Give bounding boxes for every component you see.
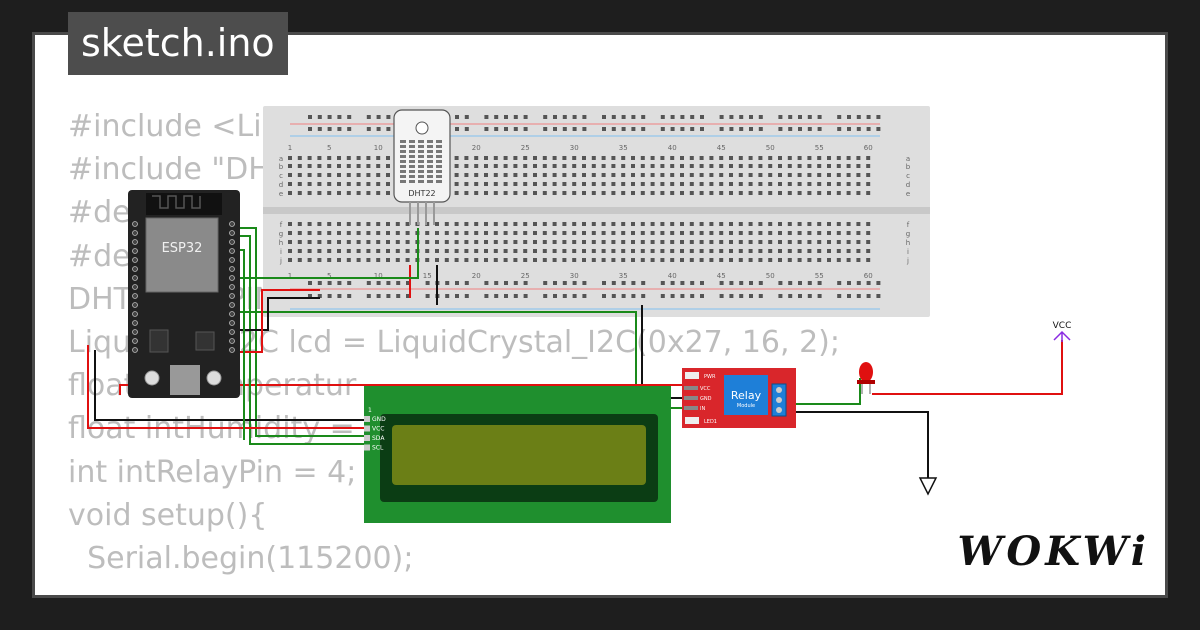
- dht22-sensor[interactable]: DHT22: [393, 109, 451, 225]
- esp32-label: ESP32: [162, 241, 203, 256]
- breadboard-row-label: c: [906, 172, 910, 180]
- breadboard-col-number: 1: [288, 272, 292, 280]
- lcd-pin-label: SDA: [372, 435, 385, 442]
- breadboard-row-label: d: [279, 181, 283, 189]
- breadboard-row-label: h: [906, 239, 910, 247]
- breadboard-row-label: h: [279, 239, 283, 247]
- dht22-label: DHT22: [408, 189, 435, 198]
- breadboard-col-number: 55: [815, 272, 824, 280]
- breadboard-row-label: b: [279, 163, 284, 171]
- relay-pin-label: IN: [700, 406, 705, 412]
- wire-black-relay-ground: [792, 411, 929, 478]
- lcd-pin-label: VCC: [372, 426, 384, 433]
- wire-green-lcd-scl: [232, 235, 368, 445]
- wokwi-logo: WOKWi: [957, 528, 1150, 575]
- red-led[interactable]: [857, 362, 875, 394]
- breadboard-col-number: 40: [668, 272, 677, 280]
- breadboard-row-label: a: [906, 155, 910, 163]
- breadboard-row-label: e: [279, 190, 283, 198]
- wire-red-lcd-vcc: [87, 345, 368, 429]
- relay-led1-label: LED1: [704, 419, 717, 425]
- breadboard-row-label: i: [280, 248, 282, 256]
- wire-red-led-vcc: [872, 340, 1063, 395]
- wire-red-esp-3v3: [232, 289, 320, 353]
- breadboard-row-label: f: [907, 221, 910, 229]
- breadboard-col-number: 25: [521, 272, 530, 280]
- breadboard-row-label: e: [906, 190, 910, 198]
- wire-green-lcd-sda: [232, 227, 368, 437]
- breadboard-col-number: 5: [327, 272, 331, 280]
- wires: [87, 227, 1063, 478]
- relay-pin-label: GND: [700, 396, 712, 402]
- wire-black-esp-gnd: [232, 297, 320, 331]
- lcd-pin-label: GND: [372, 416, 386, 423]
- breadboard-col-number: 60: [864, 272, 873, 280]
- breadboard-col-number: 50: [766, 272, 775, 280]
- breadboard-col-number: 5: [327, 144, 331, 152]
- vcc-symbol: VCC: [1053, 321, 1072, 342]
- relay-module[interactable]: Relay Module PWR LED1 VCC GND IN: [682, 368, 796, 428]
- breadboard-row-label: c: [279, 172, 283, 180]
- breadboard-col-number: 50: [766, 144, 775, 152]
- breadboard-col-number: 30: [570, 272, 579, 280]
- wire-black-lcd-gnd: [94, 350, 368, 421]
- breadboard-col-number: 35: [619, 272, 628, 280]
- breadboard-col-number: 20: [472, 272, 481, 280]
- relay-sublabel: Module: [737, 403, 755, 409]
- breadboard-col-number: 30: [570, 144, 579, 152]
- relay-pin-label: VCC: [700, 386, 711, 392]
- vcc-label: VCC: [1053, 321, 1072, 331]
- lcd-pin1-label: 1: [368, 407, 372, 414]
- breadboard-row-label: i: [907, 248, 909, 256]
- breadboard-row-label: a: [279, 155, 283, 163]
- relay-pwr-label: PWR: [704, 374, 716, 380]
- breadboard-col-number: 55: [815, 144, 824, 152]
- lcd-display[interactable]: 1 GND VCC SDA SCL: [364, 386, 671, 523]
- breadboard-col-number: 60: [864, 144, 873, 152]
- breadboard-col-number: 40: [668, 144, 677, 152]
- breadboard-row-label: d: [906, 181, 910, 189]
- breadboard-row-label: f: [280, 221, 283, 229]
- wire-green-relay-led: [792, 378, 861, 405]
- lcd-pin-label: SCL: [372, 445, 384, 452]
- breadboard-col-number: 45: [717, 272, 726, 280]
- breadboard-col-number: 15: [423, 272, 432, 280]
- breadboard-row-label: g: [279, 230, 283, 238]
- breadboard-col-number: 45: [717, 144, 726, 152]
- file-title-tab: sketch.ino: [68, 12, 288, 75]
- breadboard-col-number: 25: [521, 144, 530, 152]
- esp32-board[interactable]: ESP32: [128, 190, 240, 398]
- relay-label: Relay: [731, 389, 762, 402]
- ground-symbol: [918, 477, 938, 496]
- breadboard-col-number: 10: [374, 272, 383, 280]
- breadboard-col-number: 20: [472, 144, 481, 152]
- breadboard-row-label: j: [279, 257, 282, 265]
- wire-red-relay-vcc: [119, 384, 684, 395]
- wire-green-dht-data: [230, 228, 419, 279]
- breadboard-col-number: 10: [374, 144, 383, 152]
- breadboard-row-label: b: [906, 163, 911, 171]
- breadboard-row-label: g: [906, 230, 910, 238]
- breadboard-col-number: 1: [288, 144, 292, 152]
- breadboard-row-label: j: [906, 257, 909, 265]
- breadboard-col-number: 35: [619, 144, 628, 152]
